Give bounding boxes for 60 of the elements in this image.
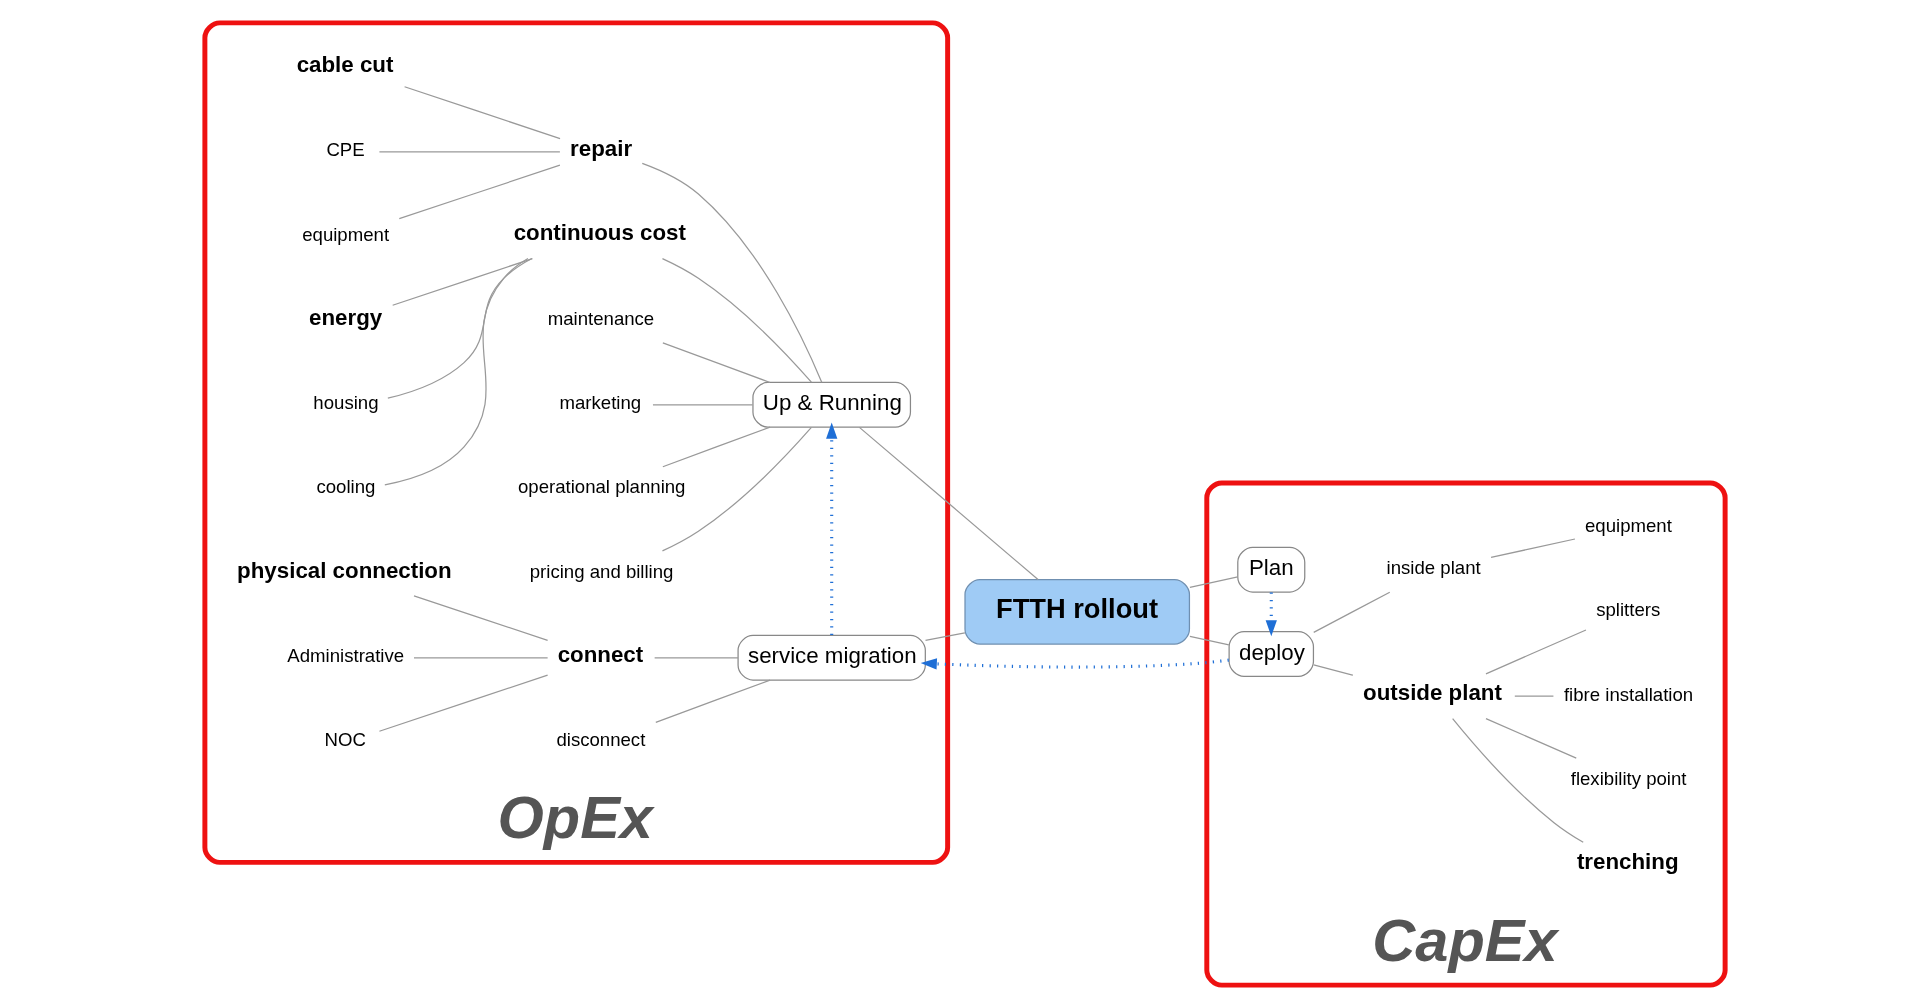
arrow — [1265, 592, 1277, 637]
node-text: cooling — [315, 476, 375, 498]
node-text: equipment — [1584, 514, 1672, 536]
connector — [651, 404, 753, 406]
connector — [1451, 718, 1584, 843]
node-text: maintenance — [547, 307, 654, 329]
node-text: physical connection — [236, 557, 452, 583]
connector — [386, 257, 532, 399]
connector — [1312, 591, 1390, 633]
connector — [1188, 576, 1238, 588]
connector — [378, 674, 548, 732]
node-text: continuous cost — [513, 220, 686, 246]
node-text: marketing — [559, 392, 641, 414]
connector — [412, 657, 548, 659]
node-box: service migration — [736, 634, 926, 681]
connector — [661, 426, 812, 552]
node-text: disconnect — [555, 729, 645, 751]
node-text: outside plant — [1362, 680, 1502, 706]
connector — [378, 151, 560, 153]
connector — [1484, 629, 1587, 675]
node-text: inside plant — [1386, 557, 1481, 579]
node-text: splitters — [1595, 599, 1660, 621]
node-text: fibre installation — [1563, 683, 1693, 705]
node-text: pricing and billing — [529, 560, 673, 582]
node-text: Administrative — [286, 645, 404, 667]
connector — [403, 86, 561, 140]
arrow — [920, 658, 1229, 670]
connector — [412, 595, 548, 641]
connector — [1188, 635, 1229, 646]
connector — [641, 162, 822, 383]
connector — [1513, 695, 1554, 697]
node-box: FTTH rollout — [963, 579, 1190, 645]
node-text: flexibility point — [1570, 767, 1686, 789]
node-box: deploy — [1228, 631, 1314, 677]
node-text: operational planning — [517, 476, 685, 498]
node-text: repair — [569, 136, 632, 162]
node-text: housing — [312, 392, 379, 414]
node-box: Plan — [1236, 546, 1305, 593]
connector — [661, 342, 771, 384]
node-text: NOC — [324, 729, 366, 751]
connector — [1312, 664, 1353, 676]
connector — [398, 164, 561, 220]
connector — [924, 632, 965, 641]
node-text: equipment — [301, 223, 389, 245]
connector — [1484, 717, 1577, 759]
node-box: Up & Running — [751, 381, 911, 428]
connector — [653, 657, 739, 659]
connector — [1489, 538, 1576, 559]
node-text: connect — [557, 641, 643, 667]
connector — [654, 679, 771, 723]
connector — [858, 426, 1039, 581]
connector — [661, 258, 812, 383]
node-text: CPE — [325, 139, 365, 161]
node-text: energy — [308, 304, 382, 330]
connector — [391, 258, 533, 306]
arrow — [825, 422, 837, 636]
node-text: trenching — [1576, 849, 1679, 875]
node-text: cable cut — [296, 51, 393, 77]
connector — [661, 426, 771, 468]
connector — [383, 257, 529, 486]
